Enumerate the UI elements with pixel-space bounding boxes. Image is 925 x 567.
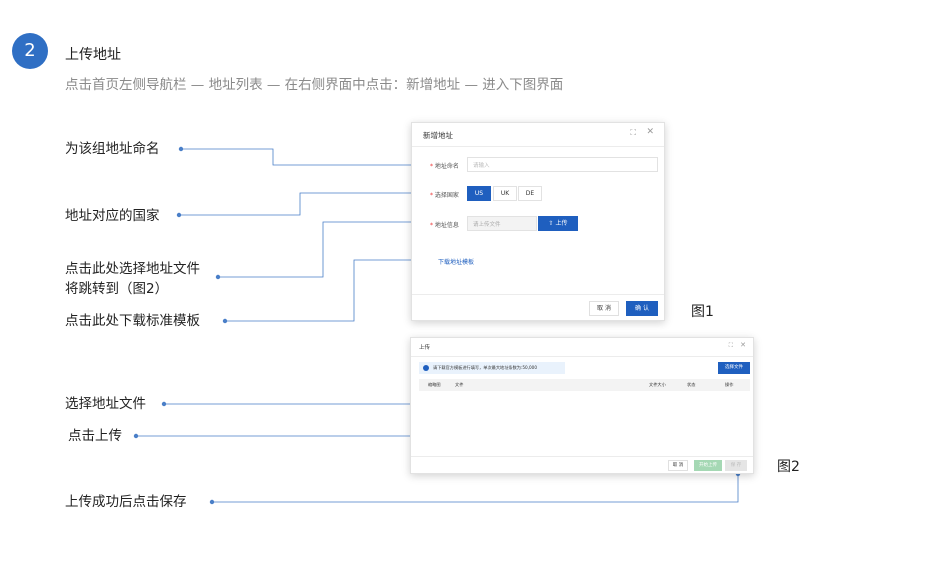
dialog-title: 新增地址 bbox=[423, 131, 453, 140]
cancel-button[interactable]: 取 消 bbox=[589, 301, 619, 316]
step-number-badge: 2 bbox=[12, 33, 48, 69]
close-icon[interactable]: ✕ bbox=[646, 127, 654, 137]
annotation-choose-file-2: 将跳转到（图2） bbox=[65, 281, 169, 297]
upload-dialog-title: 上传 bbox=[419, 345, 431, 351]
column-status: 状态 bbox=[687, 382, 696, 387]
address-name-input[interactable]: 请输入 bbox=[467, 157, 658, 172]
download-template-link[interactable]: 下载地址模板 bbox=[438, 259, 475, 266]
name-field-label: * 地址命名 bbox=[430, 163, 459, 170]
country-option-uk[interactable]: UK bbox=[493, 186, 517, 201]
annotation-country: 地址对应的国家 bbox=[65, 208, 160, 224]
step-title: 上传地址 bbox=[65, 47, 121, 63]
column-size: 文件大小 bbox=[649, 382, 666, 387]
annotation-choose-file-1: 点击此处选择地址文件 bbox=[65, 261, 200, 277]
file-input[interactable]: 请上传文件 bbox=[467, 216, 537, 231]
step-description: 点击首页左侧导航栏 — 地址列表 — 在右侧界面中点击：新增地址 — 进入下图界… bbox=[65, 77, 564, 93]
expand-icon[interactable]: ⛶ bbox=[630, 128, 636, 137]
save-button[interactable]: 保 存 bbox=[725, 460, 747, 471]
column-action: 操作 bbox=[725, 382, 734, 387]
upload-dialog: 上传 ⛶ ✕ 请下载官方模板进行填写，单次最大地址条数为:50,000 选择文件… bbox=[410, 337, 754, 474]
cancel-button[interactable]: 取 消 bbox=[668, 460, 688, 471]
file-table-header: 缩略图 文件 文件大小 状态 操作 bbox=[419, 379, 750, 391]
column-file: 文件 bbox=[455, 382, 464, 387]
upload-dialog-footer: 取 消 开始上传 保 存 bbox=[411, 456, 753, 473]
figure-label-1: 图1 bbox=[691, 304, 714, 320]
info-field-label: * 地址信息 bbox=[430, 222, 459, 229]
dialog-footer: 取 消 确 认 bbox=[412, 294, 664, 320]
country-option-de[interactable]: DE bbox=[518, 186, 542, 201]
annotation-name-group: 为该组地址命名 bbox=[65, 141, 160, 157]
close-icon[interactable]: ✕ bbox=[740, 341, 746, 349]
dialog-header: 新增地址 ⛶ ✕ bbox=[412, 123, 664, 147]
upload-icon: ⇧ bbox=[548, 220, 554, 227]
annotation-save-after-upload: 上传成功后点击保存 bbox=[65, 494, 187, 510]
upload-dialog-header: 上传 ⛶ ✕ bbox=[411, 338, 753, 357]
info-icon bbox=[423, 365, 429, 371]
annotation-select-file: 选择地址文件 bbox=[65, 396, 146, 412]
column-thumbnail: 缩略图 bbox=[428, 382, 441, 387]
start-upload-button[interactable]: 开始上传 bbox=[694, 460, 722, 471]
country-option-us[interactable]: US bbox=[467, 186, 491, 201]
confirm-button[interactable]: 确 认 bbox=[626, 301, 658, 316]
expand-icon[interactable]: ⛶ bbox=[728, 342, 733, 349]
choose-file-button[interactable]: 选择文件 bbox=[718, 362, 750, 374]
new-address-dialog: 新增地址 ⛶ ✕ * 地址命名 请输入 * 选择国家 US UK DE * 地址… bbox=[411, 122, 665, 321]
upload-tip: 请下载官方模板进行填写，单次最大地址条数为:50,000 bbox=[419, 362, 565, 374]
upload-button[interactable]: ⇧ 上传 bbox=[538, 216, 578, 231]
country-field-label: * 选择国家 bbox=[430, 192, 459, 199]
figure-label-2: 图2 bbox=[777, 459, 800, 475]
annotation-click-upload: 点击上传 bbox=[68, 428, 122, 444]
annotation-download-template: 点击此处下载标准模板 bbox=[65, 313, 200, 329]
